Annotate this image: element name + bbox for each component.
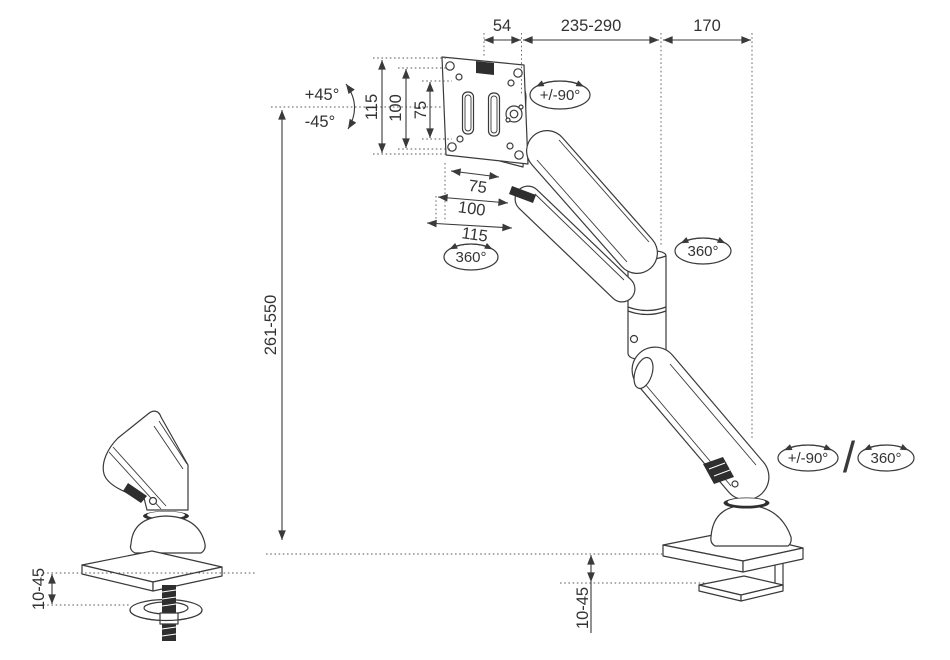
rotation-badge-base-swivel: +/-90° <box>777 444 839 472</box>
head-joint-gap <box>509 186 536 203</box>
svg-text:360°: 360° <box>870 450 901 467</box>
dim-label-vesa-height-75: 75 <box>412 101 430 119</box>
dim-label-clamp-left: 10-45 <box>30 568 48 610</box>
dim-label-height-range: 261-550 <box>262 295 280 356</box>
rotation-badge-elbow: 360° <box>674 237 732 265</box>
dimension-annotations: 54 235-290 170 115 100 75 +45° -45° 75 1… <box>30 17 915 633</box>
svg-text:360°: 360° <box>455 249 486 266</box>
dim-label-vesa-width-100: 100 <box>457 198 487 220</box>
tilt-label-up: +45° <box>305 86 340 104</box>
dim-label-vesa-width-75: 75 <box>467 177 488 197</box>
dim-label-clamp-right: 10-45 <box>574 587 592 629</box>
tilt-label-down: -45° <box>305 113 335 131</box>
arm-cable-slot <box>633 356 654 390</box>
dim-label-depth: 54 <box>493 17 511 35</box>
swivel-rotate-separator: / <box>843 433 856 482</box>
desk-clamp-base <box>662 480 804 602</box>
lower-arm <box>629 334 770 501</box>
svg-text:+/-90°: +/-90° <box>540 87 581 104</box>
upper-arm <box>509 130 658 303</box>
dim-label-base-offset: 170 <box>693 17 721 35</box>
arm-end-stop <box>703 457 734 484</box>
svg-text:+/-90°: +/-90° <box>788 450 829 467</box>
rotation-badge-vesa: 360° <box>443 242 499 271</box>
vesa-plate <box>441 56 529 165</box>
vesa-release-clip <box>476 61 494 75</box>
dim-label-arm-reach: 235-290 <box>561 17 622 35</box>
rotation-badge-base-rotate: 360° <box>857 444 915 472</box>
dim-label-vesa-height-115: 115 <box>363 94 381 120</box>
svg-text:360°: 360° <box>687 243 718 260</box>
tilt-arc-arrow <box>345 83 357 130</box>
clamp-side-view <box>81 410 223 641</box>
dim-label-vesa-width-115: 115 <box>460 224 489 245</box>
dim-label-vesa-height-100: 100 <box>387 94 405 122</box>
rotation-badge-head-swivel: +/-90° <box>529 80 591 110</box>
